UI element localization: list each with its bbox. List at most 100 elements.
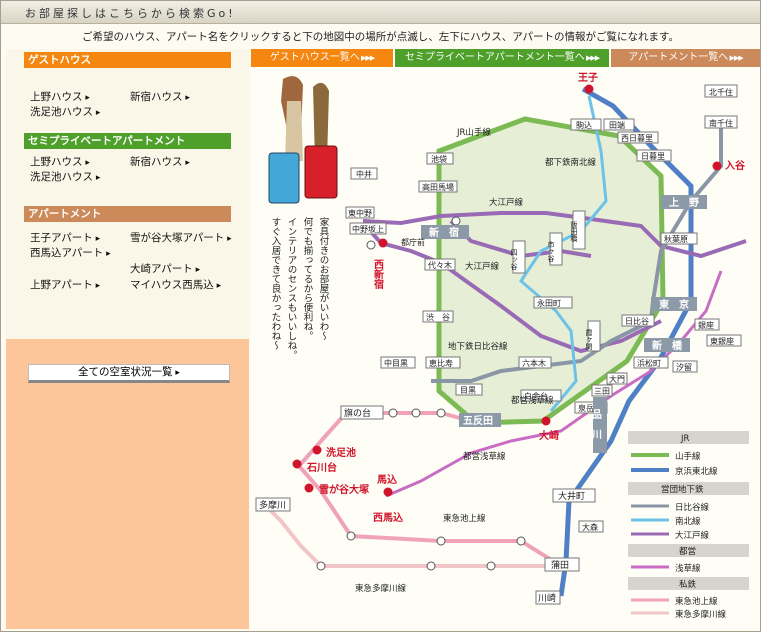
station-tamagawa: 多摩川 [255, 497, 291, 512]
map-canvas: 北千住 南千住 駒込 田端 西日暮里 日暮里 中井 東中野 中野坂上 池袋 高田… [255, 72, 749, 620]
station-iriya-label: 入谷 [725, 159, 746, 172]
station-shiodome-label: 汐留 [676, 362, 692, 372]
station-shinbashi: 新 橋 [644, 338, 690, 352]
station-nishimagome-label: 西馬込 [373, 511, 403, 524]
station-nakanosakaue: 中野坂上 [349, 222, 387, 235]
page-title: お部屋探しはこちらから検索Go! [25, 7, 236, 20]
station-yotsuya: 四ッ谷 [510, 240, 526, 274]
station-hatanodai: 旗の台 [340, 405, 384, 420]
station-ikebukuro: 池袋 [426, 152, 454, 165]
apartment-yukigaya-link[interactable]: 雪が谷大塚アパート [130, 230, 232, 245]
station-kasumigaseki-label: 霞ヶ関 [585, 329, 593, 351]
station-komagome: 駒込 [570, 118, 602, 131]
station-iidabashi: 飯田橋 [570, 210, 586, 250]
station-meguro: 目黒 [455, 383, 483, 396]
line-asakusa-label-2: 都営浅草線 [463, 451, 506, 462]
guesthouse-ueno-link[interactable]: 上野ハウス [30, 89, 90, 104]
station-gotanda-label: 五反田 [463, 414, 493, 427]
station-minamisenju: 南千住 [704, 115, 738, 129]
semiprivate-senzokuike-link[interactable]: 洗足池ハウス [30, 169, 100, 184]
guesthouse-senzokuike-link[interactable]: 洗足池ハウス [30, 104, 100, 119]
tab-guesthouse-list[interactable]: ゲストハウス一覧へ [251, 49, 393, 67]
legend-hibiya: 日比谷線 [675, 502, 710, 513]
legend-namboku: 南北線 [675, 516, 701, 527]
semiprivate-header: セミプライベートアパートメント [24, 133, 231, 149]
station-ebisu-label: 恵比寿 [429, 358, 453, 368]
station-nakanosakaue-label: 中野坂上 [352, 224, 384, 234]
station-hatanodai-label: 旗の台 [344, 407, 371, 419]
line-oedo-label-2: 大江戸線 [465, 261, 500, 272]
legend-keihin: 京浜東北線 [675, 466, 718, 477]
station-nakai: 中井 [350, 167, 378, 180]
line-namboku-label: 都下鉄南北線 [545, 157, 597, 168]
legend-eidan-header: 営団地下鉄 [661, 484, 704, 495]
station-shinagawa: 品 川 [590, 397, 607, 453]
apartment-nishimagome-link[interactable]: 西馬込アパート [30, 245, 111, 260]
station-kitasenju: 北千住 [704, 84, 738, 98]
station-nishinippori: 西日暮里 [617, 131, 659, 144]
station-nippori: 日暮里 [636, 149, 672, 162]
station-tochomae-label: 都庁前 [401, 237, 425, 247]
line-yamanote-label: JR山手線 [456, 127, 491, 138]
station-shirokanedai: 白金台 [520, 389, 562, 402]
station-nagatacho: 永田町 [533, 296, 573, 309]
station-yukigaya-label: 雪が谷大塚 [319, 483, 369, 496]
station-higashinakano-label: 東中野 [348, 208, 372, 218]
station-ginza: 銀座 [694, 318, 720, 331]
station-tabata: 田端 [603, 118, 635, 131]
station-tokyo-label: 東 京 [659, 298, 689, 311]
legend-asakusa: 浅草線 [675, 563, 701, 574]
station-yoyogi: 代々木 [424, 258, 456, 271]
legend-toei-header: 都営 [679, 546, 696, 557]
station-ueno: 上 野 [661, 195, 707, 209]
station-oimachi-label: 大井町 [558, 490, 585, 502]
station-higashiginza: 東銀座 [706, 334, 742, 347]
station-tokyo: 東 京 [651, 297, 697, 311]
tab-semiprivate-list[interactable]: セミプライベートアパートメント一覧へ [395, 49, 609, 67]
title-bar: お部屋探しはこちらから検索Go! [1, 1, 760, 24]
station-shibuya: 渋 谷 [422, 310, 454, 323]
station-yoyogi-label: 代々木 [428, 260, 452, 270]
map-legend: JR 山手線 京浜東北線 営団地下鉄 日比谷線 南北線 大江戸線 都営 浅草線 … [628, 431, 749, 620]
apartment-ueno-link[interactable]: 上野アパート [30, 277, 100, 292]
station-mita: 三田 [591, 384, 613, 397]
station-meguro-label: 目黒 [460, 386, 476, 395]
tab-apartment-list[interactable]: アパートメント一覧へ [611, 49, 760, 67]
line-tamagawa-label: 東急多摩川線 [355, 583, 407, 594]
apartment-myhouse-link[interactable]: マイハウス西馬込 [130, 277, 221, 292]
instruction-text: ご希望のハウス、アパート名をクリックすると下の地図中の場所が点滅し、左下にハウス… [81, 31, 680, 43]
station-ueno-label: 上 野 [669, 196, 699, 209]
all-rooms-button[interactable]: 全ての空室状況一覧 [28, 364, 230, 383]
semiprivate-ueno-link[interactable]: 上野ハウス [30, 154, 90, 169]
guesthouse-shinjuku-link[interactable]: 新宿ハウス [130, 89, 190, 104]
station-omori-label: 大森 [582, 522, 598, 532]
station-kamata: 蒲田 [544, 557, 580, 572]
blue-suitcase-icon [268, 152, 300, 204]
line-ikegami-label: 東急池上線 [443, 513, 486, 524]
station-akihabara: 秋葉原 [660, 232, 698, 245]
semiprivate-shinjuku-link[interactable]: 新宿ハウス [130, 154, 190, 169]
station-shinjuku: 新 宿 [421, 225, 469, 239]
station-oimachi: 大井町 [552, 488, 596, 503]
namboku-line [519, 95, 608, 412]
line-asakusa-label-1: 都営浅草線 [511, 395, 554, 406]
station-higashiginza-label: 東銀座 [710, 336, 734, 346]
station-higashinakano: 東中野 [345, 206, 375, 219]
red-suitcase-icon [304, 145, 338, 199]
station-takadanobaba: 高田馬場 [418, 180, 458, 193]
legend-private-header: 私鉄 [679, 579, 697, 590]
station-nishinippori-label: 西日暮里 [621, 133, 653, 143]
station-nishishinjuku-label: 西新宿 [372, 259, 384, 290]
apartment-osaki-link[interactable]: 大崎アパート [130, 261, 200, 276]
legend-oedo: 大江戸線 [675, 530, 710, 541]
station-shinagawa-label: 品 川 [590, 409, 603, 440]
apartment-oji-link[interactable]: 王子アパート [30, 230, 100, 245]
yamanote-area [439, 119, 663, 423]
tamagawa-line [264, 504, 556, 568]
station-nakameguro: 中目黒 [380, 356, 416, 369]
station-kawasaki: 川崎 [535, 590, 561, 605]
apartment-header: アパートメント [24, 206, 231, 222]
sidebar: ゲストハウス 上野ハウス 新宿ハウス 洗足池ハウス セミプライベートアパートメン… [6, 49, 249, 629]
poem-line-3: インテリアのセンスもいいしね。 [286, 217, 298, 360]
